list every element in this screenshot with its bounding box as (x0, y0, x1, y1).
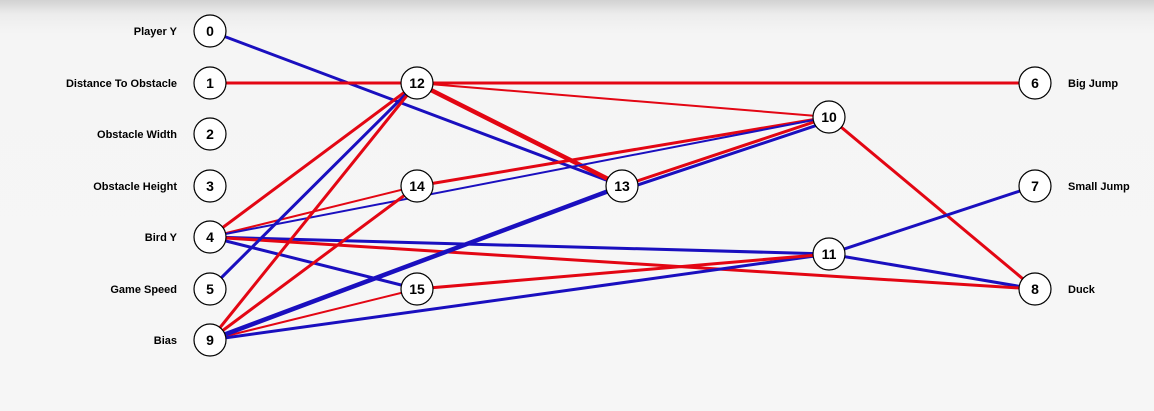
node-12: 12 (400, 66, 434, 100)
node-7: 7 (1018, 169, 1052, 203)
connection-9-13 (207, 183, 625, 343)
label-player-y: Player Y (134, 26, 178, 38)
connection-12-13 (414, 80, 625, 189)
node-number-8: 8 (1031, 281, 1039, 297)
node-4: 4 (193, 220, 227, 254)
node-15: 15 (400, 272, 434, 306)
node-circle-15 (400, 272, 434, 306)
node-circle-8 (1018, 272, 1052, 306)
connection-11-7 (827, 184, 1037, 256)
connection-9-11 (208, 252, 831, 342)
node-1: 1 (193, 66, 227, 100)
connection-13-10 (621, 119, 832, 192)
node-circle-4 (193, 220, 227, 254)
node-2: 2 (193, 117, 227, 151)
connection-11-8 (827, 252, 1037, 291)
node-number-1: 1 (206, 75, 214, 91)
node-circle-6 (1018, 66, 1052, 100)
node-11: 11 (812, 237, 846, 271)
node-number-5: 5 (206, 281, 214, 297)
node-circle-1 (193, 66, 227, 100)
connection-4-8 (208, 235, 1037, 291)
node-10: 10 (812, 100, 846, 134)
connection-12-10 (416, 82, 830, 118)
connection-9-15 (209, 288, 418, 341)
node-14: 14 (400, 169, 434, 203)
node-number-13: 13 (614, 178, 630, 194)
connection-5-12 (208, 81, 419, 291)
node-number-6: 6 (1031, 75, 1039, 91)
label-obstacle-height: Obstacle Height (93, 181, 177, 193)
connection-4-11 (208, 235, 831, 256)
node-3: 3 (193, 169, 227, 203)
connection-0-13 (208, 29, 624, 188)
connection-14-10 (415, 115, 831, 188)
node-number-14: 14 (409, 178, 425, 194)
node-number-9: 9 (206, 332, 214, 348)
node-number-4: 4 (206, 229, 214, 245)
node-number-12: 12 (409, 75, 425, 91)
node-circle-7 (1018, 169, 1052, 203)
node-8: 8 (1018, 272, 1052, 306)
connection-13-10 (620, 115, 831, 188)
node-number-11: 11 (822, 246, 837, 262)
node-circle-3 (193, 169, 227, 203)
label-bias: Bias (154, 335, 177, 347)
connection-9-14 (208, 184, 419, 342)
node-9: 9 (193, 323, 227, 357)
node-number-3: 3 (206, 178, 214, 194)
connection-9-12 (208, 81, 419, 342)
node-circle-10 (812, 100, 846, 134)
node-number-2: 2 (206, 126, 214, 142)
node-13: 13 (605, 169, 639, 203)
node-5: 5 (193, 272, 227, 306)
node-number-15: 15 (409, 281, 425, 297)
node-circle-0 (193, 14, 227, 48)
node-number-10: 10 (821, 109, 837, 125)
connection-10-8 (827, 115, 1037, 291)
node-circle-11 (812, 237, 846, 271)
node-circle-9 (193, 323, 227, 357)
node-6: 6 (1018, 66, 1052, 100)
label-obstacle-width: Obstacle Width (97, 129, 177, 141)
node-circle-12 (400, 66, 434, 100)
label-small-jump: Small Jump (1068, 181, 1130, 193)
connections-layer (207, 29, 1037, 343)
node-0: 0 (193, 14, 227, 48)
node-circle-13 (605, 169, 639, 203)
labels-layer: Player Y Distance To Obstacle Obstacle W… (66, 26, 1130, 347)
node-number-7: 7 (1031, 178, 1039, 194)
node-circle-5 (193, 272, 227, 306)
connection-15-11 (415, 252, 831, 291)
connection-4-12 (208, 81, 419, 239)
node-circle-14 (400, 169, 434, 203)
node-number-0: 0 (206, 23, 214, 39)
node-circle-2 (193, 117, 227, 151)
label-game-speed: Game Speed (110, 284, 177, 296)
connection-4-10 (209, 116, 830, 238)
label-distance-to-obstacle: Distance To Obstacle (66, 78, 177, 90)
label-duck: Duck (1068, 284, 1096, 296)
label-bird-y: Bird Y (145, 232, 178, 244)
label-big-jump: Big Jump (1068, 78, 1118, 90)
